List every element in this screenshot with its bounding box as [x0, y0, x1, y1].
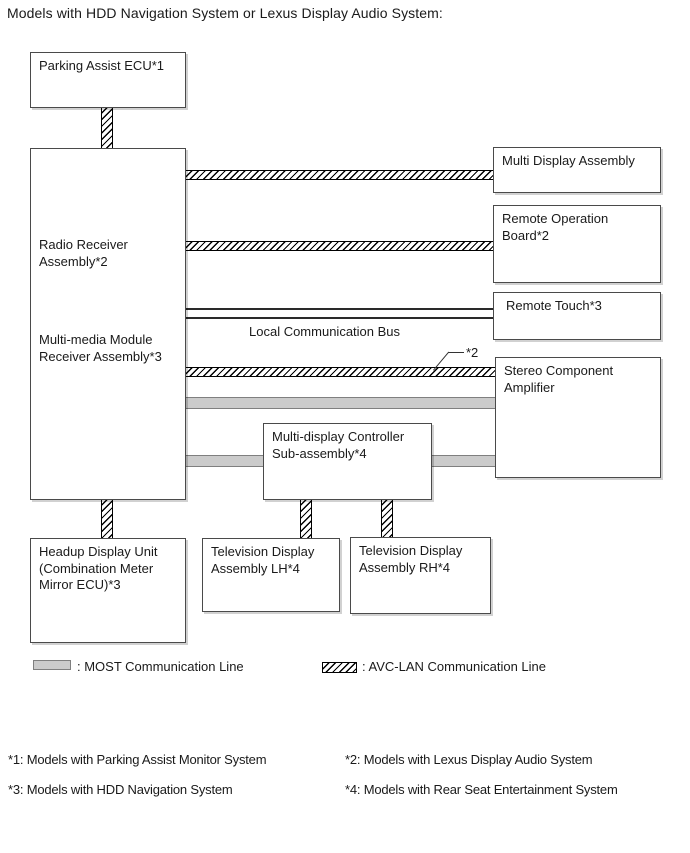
parking-assist-ecu-box: Parking Assist ECU*1	[30, 52, 186, 108]
multi-display-assembly-box: Multi Display Assembly	[493, 147, 661, 193]
local-bus-line-top	[186, 308, 493, 310]
tv-display-lh-box: Television Display Assembly LH*4	[202, 538, 340, 612]
diagram-title: Models with HDD Navigation System or Lex…	[7, 5, 443, 21]
headup-display-unit-label: Headup Display Unit (Combination Meter M…	[39, 544, 158, 592]
multi-display-controller-box: Multi-display Controller Sub-assembly*4	[263, 423, 432, 500]
star2-leader-line	[448, 352, 464, 353]
footnote-1: *1: Models with Parking Assist Monitor S…	[8, 752, 267, 767]
avclan-line-controller-to-tv-lh	[300, 499, 312, 539]
remote-operation-board-label: Remote Operation Board*2	[502, 211, 609, 243]
footnote-2: *2: Models with Lexus Display Audio Syst…	[345, 752, 593, 767]
most-legend-label: : MOST Communication Line	[77, 659, 244, 674]
tv-display-rh-box: Television Display Assembly RH*4	[350, 537, 491, 614]
radio-receiver-box: Radio Receiver Assembly*2 Multi-media Mo…	[30, 148, 186, 500]
remote-operation-board-box: Remote Operation Board*2	[493, 205, 661, 283]
footnote-3: *3: Models with HDD Navigation System	[8, 782, 233, 797]
most-line-controller-to-amplifier	[431, 455, 496, 467]
star2-callout-label: *2	[466, 345, 479, 360]
parking-assist-ecu-label: Parking Assist ECU*1	[39, 58, 164, 73]
multimedia-module-receiver-label: Multi-media Module Receiver Assembly*3	[39, 332, 162, 364]
headup-display-unit-box: Headup Display Unit (Combination Meter M…	[30, 538, 186, 643]
avclan-line-receiver-to-multi-display	[186, 170, 493, 180]
most-line-receiver-to-amplifier	[186, 397, 496, 409]
remote-touch-box: Remote Touch*3	[493, 292, 661, 340]
local-communication-bus-label: Local Communication Bus	[249, 324, 401, 339]
multi-display-controller-label: Multi-display Controller Sub-assembly*4	[272, 429, 405, 461]
radio-receiver-label: Radio Receiver Assembly*2	[39, 237, 128, 269]
avclan-line-controller-to-tv-rh	[381, 499, 393, 538]
avclan-line-parking-to-receiver	[101, 107, 113, 149]
avclan-line-swatch	[322, 662, 357, 673]
most-line-receiver-to-controller	[186, 455, 264, 467]
stereo-component-amplifier-box: Stereo Component Amplifier	[495, 357, 661, 478]
avclan-line-receiver-to-amplifier	[186, 367, 495, 377]
tv-display-lh-label: Television Display Assembly LH*4	[211, 544, 315, 576]
stereo-component-amplifier-label: Stereo Component Amplifier	[504, 363, 614, 395]
avclan-line-receiver-to-remote-board	[186, 241, 493, 251]
avclan-legend-label: : AVC-LAN Communication Line	[362, 659, 547, 674]
remote-touch-label: Remote Touch*3	[506, 298, 602, 313]
most-line-swatch	[33, 660, 71, 670]
local-bus-line-bottom	[186, 317, 493, 319]
avclan-line-receiver-to-headup	[101, 499, 113, 539]
tv-display-rh-label: Television Display Assembly RH*4	[359, 543, 463, 575]
multi-display-assembly-label: Multi Display Assembly	[502, 153, 635, 168]
footnote-4: *4: Models with Rear Seat Entertainment …	[345, 782, 618, 797]
